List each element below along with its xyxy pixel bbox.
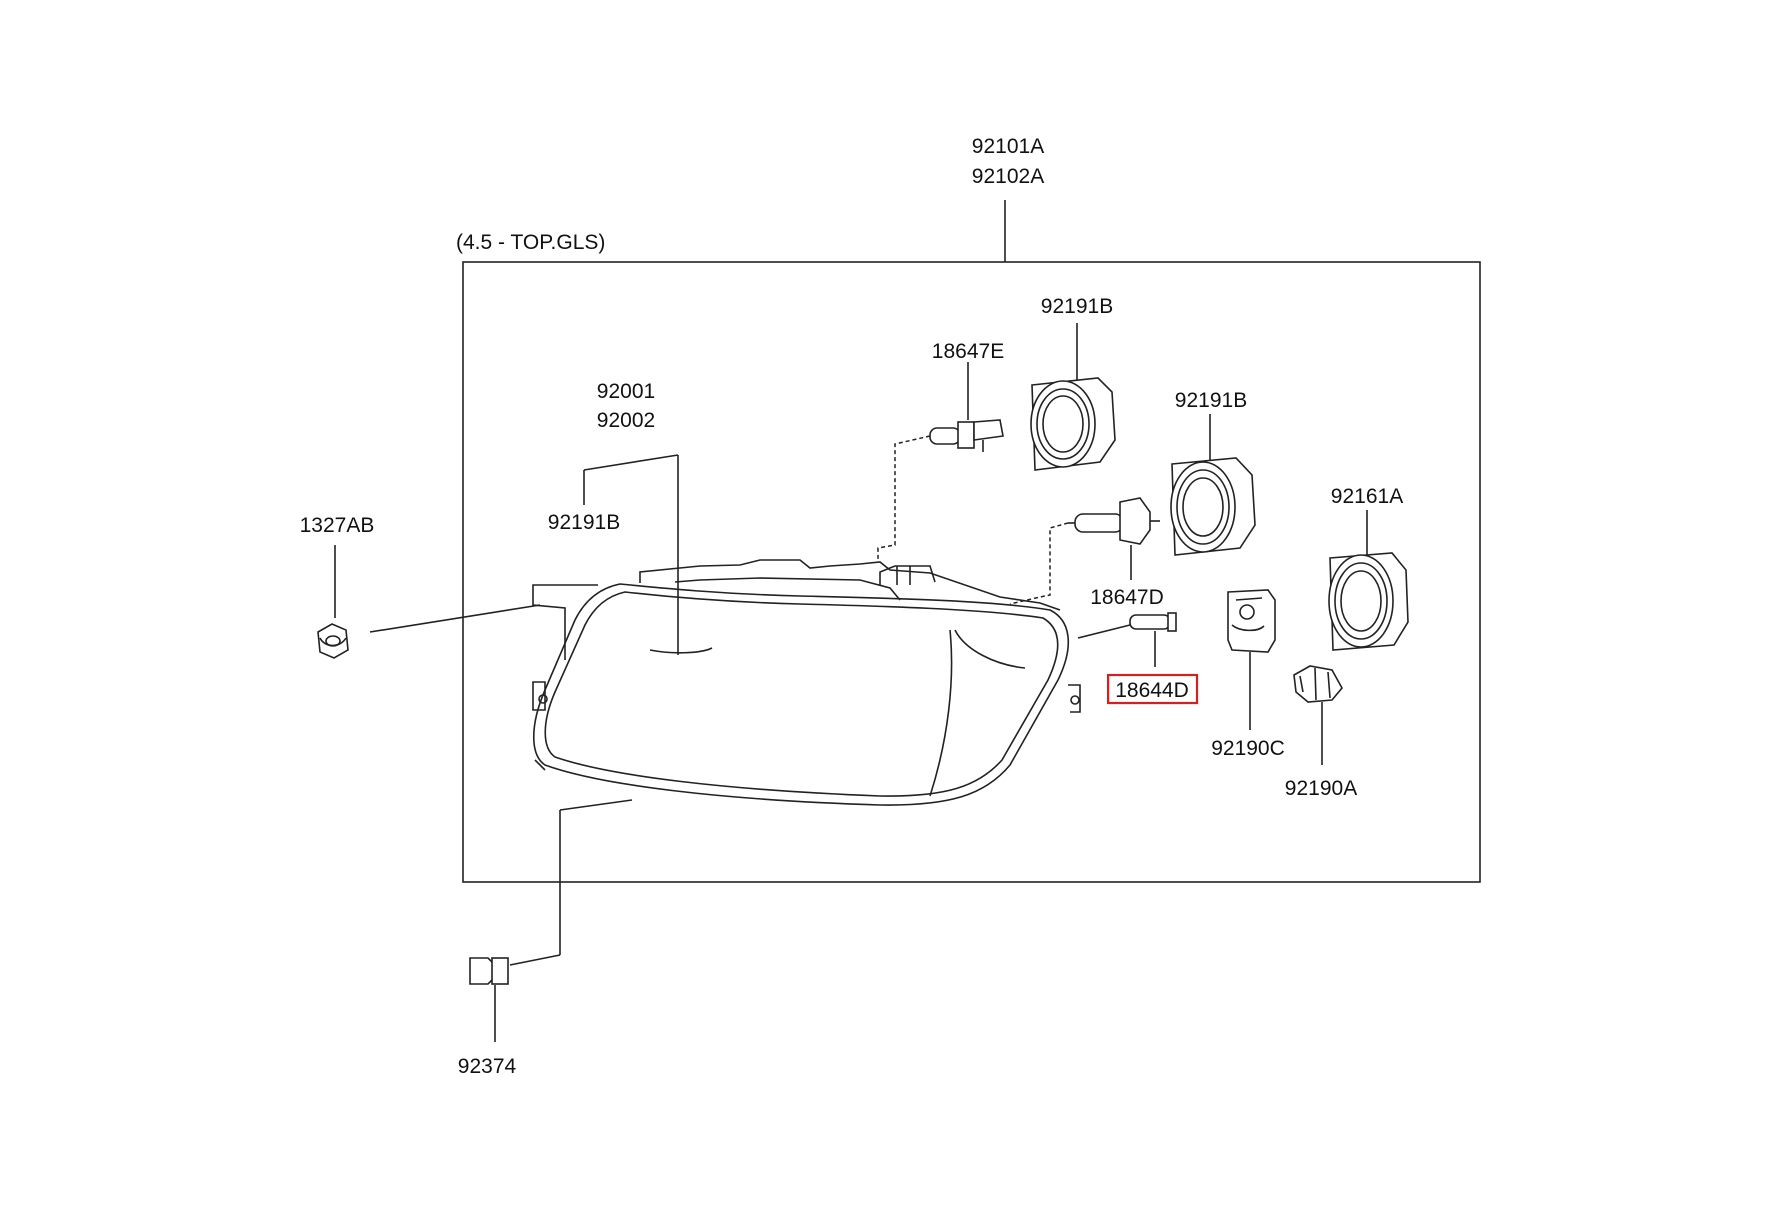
callout-18647E[interactable]: 18647E — [932, 340, 1004, 363]
socket-92161A[interactable] — [1328, 552, 1409, 651]
callout-92001[interactable]: 92001 — [597, 380, 655, 403]
bulb-d-dashed — [1009, 522, 1069, 605]
bulb-18644D[interactable] — [1129, 612, 1177, 632]
callout-18644D[interactable]: 18644D — [1115, 679, 1189, 702]
callout-92374[interactable]: 92374 — [458, 1055, 517, 1078]
headlamp-housing[interactable] — [532, 559, 1081, 806]
highlight-box — [1106, 673, 1199, 705]
nut-to-housing — [369, 604, 541, 633]
assembly-frame — [462, 261, 1481, 883]
bulb-18647E[interactable] — [929, 419, 1004, 452]
bulb-side-to-housing — [1077, 624, 1131, 639]
assembly-label-1[interactable]: 92101A — [972, 135, 1044, 158]
callout-92191B-upper[interactable]: 92191B — [1041, 295, 1113, 318]
lens-leader-a — [583, 454, 679, 471]
callout-92161A[interactable]: 92161A — [1331, 485, 1403, 508]
variant-note: (4.5 - TOP.GLS) — [456, 231, 605, 254]
callout-92190C[interactable]: 92190C — [1211, 737, 1285, 760]
socket-92191B-upper[interactable] — [1030, 377, 1116, 471]
callout-92002[interactable]: 92002 — [597, 409, 655, 432]
socket-92191B-middle[interactable] — [1170, 457, 1256, 556]
callout-92191B-middle[interactable]: 92191B — [1175, 389, 1247, 412]
screw-92374[interactable] — [469, 957, 509, 985]
cap-92190C[interactable] — [1227, 589, 1276, 653]
bulb-18647D[interactable] — [1068, 497, 1160, 545]
callout-92190A[interactable]: 92190A — [1285, 777, 1357, 800]
screw-leader-h — [559, 799, 633, 811]
callout-18647D[interactable]: 18647D — [1090, 586, 1164, 609]
callout-92191B-lens[interactable]: 92191B — [548, 511, 620, 534]
screw-to-housing — [509, 954, 561, 966]
nut-1327AB[interactable] — [317, 623, 349, 659]
assembly-label-2[interactable]: 92102A — [972, 165, 1044, 188]
callout-1327AB[interactable]: 1327AB — [300, 514, 375, 537]
holder-92190A[interactable] — [1293, 665, 1343, 703]
bulb-e-dashed — [877, 435, 931, 560]
